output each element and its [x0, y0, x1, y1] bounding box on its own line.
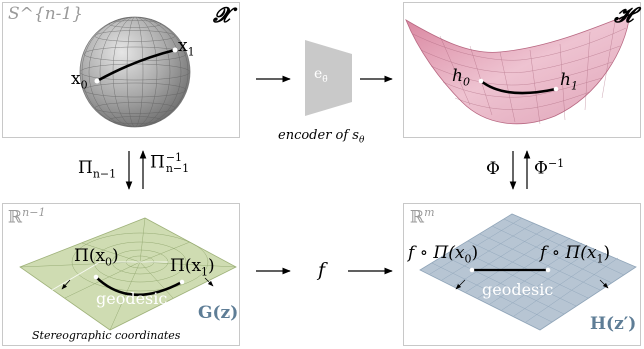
projection-label: Πn−1 — [78, 158, 117, 181]
encoder-symbol: eθ̃ — [314, 66, 328, 85]
phi-label: Φ — [486, 159, 500, 179]
sphere-panel — [2, 2, 240, 138]
stereographic-panel — [2, 203, 240, 346]
phi-inverse-label: Φ−1 — [534, 157, 565, 179]
encoder-caption: encoder of sθ — [278, 128, 365, 146]
f-map-label: f — [318, 259, 326, 281]
hidden-space-panel — [403, 2, 641, 138]
encoder-trapezoid — [305, 40, 352, 116]
euclidean-panel — [403, 203, 641, 346]
